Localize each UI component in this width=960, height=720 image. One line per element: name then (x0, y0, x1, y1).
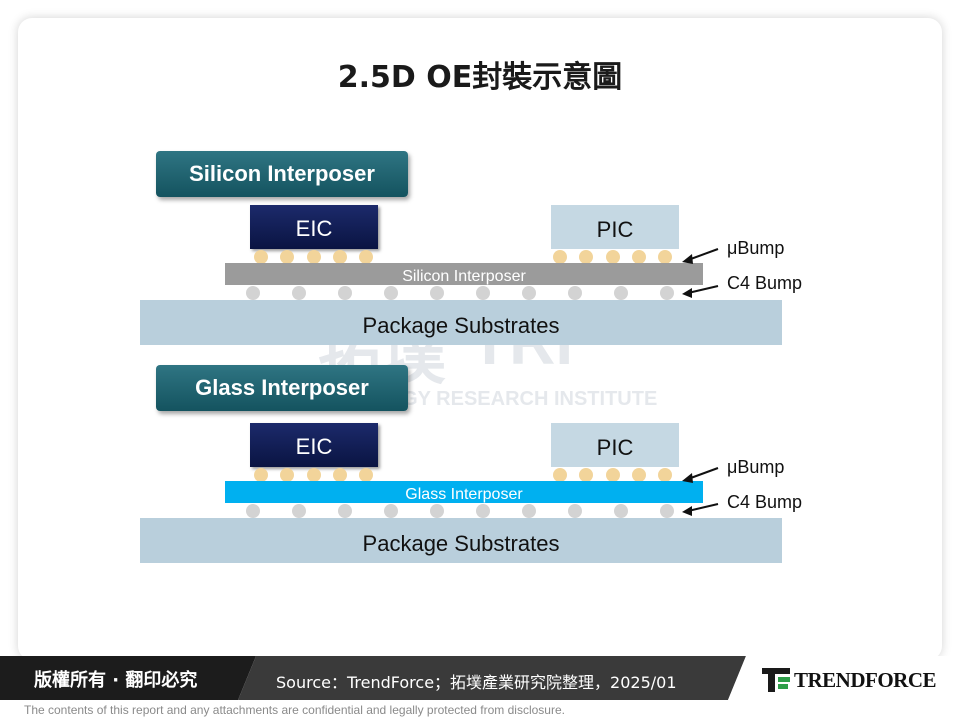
glass-c4-label: C4 Bump (727, 492, 803, 512)
footer-rights: 版權所有 · 翻印必究 (34, 670, 198, 691)
silicon-ubump-arrow (682, 248, 719, 264)
trendforce-logo-icon (762, 668, 790, 692)
silicon-pic-chip: PIC (551, 205, 679, 249)
c4-bump (568, 504, 582, 518)
glass-ubump-label: μBump (727, 457, 785, 477)
footer: 版權所有 · 翻印必究 Source：TrendForce；拓墣產業研究院整理，… (0, 656, 960, 700)
ubump (579, 468, 593, 482)
ubump (658, 468, 672, 482)
ubump (333, 468, 347, 482)
silicon-interposer-layer: Silicon Interposer (225, 263, 703, 285)
footer-source: Source：TrendForce；拓墣產業研究院整理，2025/01 (276, 673, 677, 692)
ubump (280, 468, 294, 482)
ubump (658, 250, 672, 264)
ubump (359, 250, 373, 264)
ubump (606, 250, 620, 264)
c4-bump (476, 286, 490, 300)
c4-bump (292, 286, 306, 300)
c4-bump (660, 286, 674, 300)
ubump (632, 468, 646, 482)
glass-package-substrate: Package Substrates (140, 518, 782, 563)
ubump (579, 250, 593, 264)
silicon-c4-arrow (682, 285, 719, 298)
page-title: 2.5D OE封裝示意圖 (337, 60, 623, 95)
c4-bump (430, 504, 444, 518)
c4-bump (522, 504, 536, 518)
ubump (333, 250, 347, 264)
footer-disclaimer: The contents of this report and any atta… (24, 703, 565, 717)
c4-bump (568, 286, 582, 300)
ubump (280, 250, 294, 264)
c4-bump (430, 286, 444, 300)
ubump (632, 250, 646, 264)
glass-eic-chip: EIC (250, 423, 378, 467)
silicon-package-substrate: Package Substrates (140, 300, 782, 345)
ubump (254, 468, 268, 482)
c4-bump (384, 286, 398, 300)
glass-section-badge: Glass Interposer (156, 365, 408, 411)
c4-bump (522, 286, 536, 300)
silicon-ubump-label: μBump (727, 238, 785, 258)
c4-bump (246, 286, 260, 300)
silicon-section-badge: Silicon Interposer (156, 151, 408, 197)
ubump (553, 250, 567, 264)
c4-bump (476, 504, 490, 518)
silicon-eic-chip: EIC (250, 205, 378, 249)
footer-banner (0, 656, 960, 700)
ubump (606, 468, 620, 482)
c4-bump (338, 504, 352, 518)
glass-ubump-arrow (682, 467, 719, 483)
ubump (359, 468, 373, 482)
c4-bump (338, 286, 352, 300)
c4-bump (384, 504, 398, 518)
ubump (553, 468, 567, 482)
c4-bump (660, 504, 674, 518)
ubump (307, 468, 321, 482)
c4-bump (246, 504, 260, 518)
c4-bump (614, 504, 628, 518)
c4-bump (614, 286, 628, 300)
glass-pic-chip: PIC (551, 423, 679, 467)
glass-interposer-layer: Glass Interposer (225, 481, 703, 503)
ubump (254, 250, 268, 264)
c4-bump (292, 504, 306, 518)
footer-brand: TRENDFORCE (794, 668, 937, 692)
silicon-c4-label: C4 Bump (727, 273, 803, 293)
glass-c4-arrow (682, 503, 719, 516)
ubump (307, 250, 321, 264)
